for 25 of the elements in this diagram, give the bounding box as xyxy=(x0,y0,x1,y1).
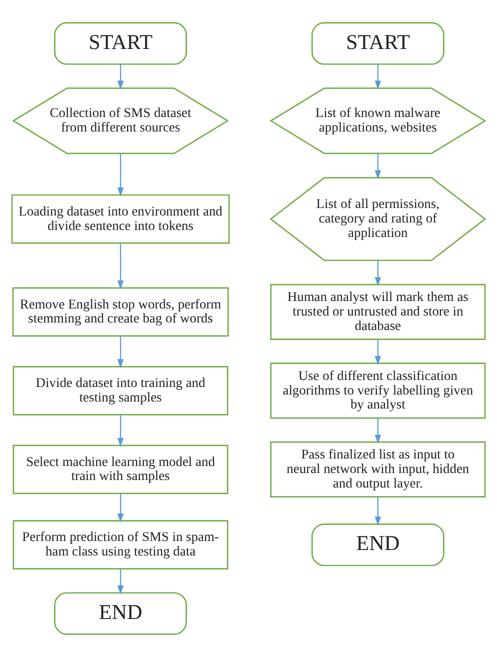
node-box: END xyxy=(311,523,444,566)
arrow xyxy=(117,335,124,368)
arrow xyxy=(117,153,124,196)
arrow xyxy=(117,568,124,594)
node-box: END xyxy=(54,592,187,634)
node-box: Loading dataset into environment and divide sentence into tokens xyxy=(11,194,230,244)
arrow xyxy=(117,242,124,289)
node-box: START xyxy=(311,22,444,64)
node-box: Divide dataset into training and testing samples xyxy=(12,366,228,415)
node-box: Human analyst will mark them as trusted or untrusted and store in database xyxy=(270,283,486,340)
arrow xyxy=(374,418,382,444)
arrow xyxy=(117,64,124,90)
arrow xyxy=(117,414,124,446)
arrow xyxy=(374,496,382,526)
node-box: Use of different classification algorithms to verify labelling given by analyst xyxy=(270,362,486,418)
node-box: Select machine learning model and train with samples xyxy=(12,444,228,494)
arrow xyxy=(374,64,382,90)
arrow xyxy=(117,493,124,522)
arrow xyxy=(374,338,382,364)
node-box: Perform prediction of SMS in spam-ham class using testing data xyxy=(12,520,228,570)
arrow xyxy=(374,260,382,286)
node-box: Remove English stop words, perform stemming and create bag of words xyxy=(12,286,229,336)
node-box: START xyxy=(54,22,187,64)
arrow xyxy=(374,153,382,179)
node-box: Pass finalized list as input to neural network with input, hidden and output layer. xyxy=(270,440,486,497)
